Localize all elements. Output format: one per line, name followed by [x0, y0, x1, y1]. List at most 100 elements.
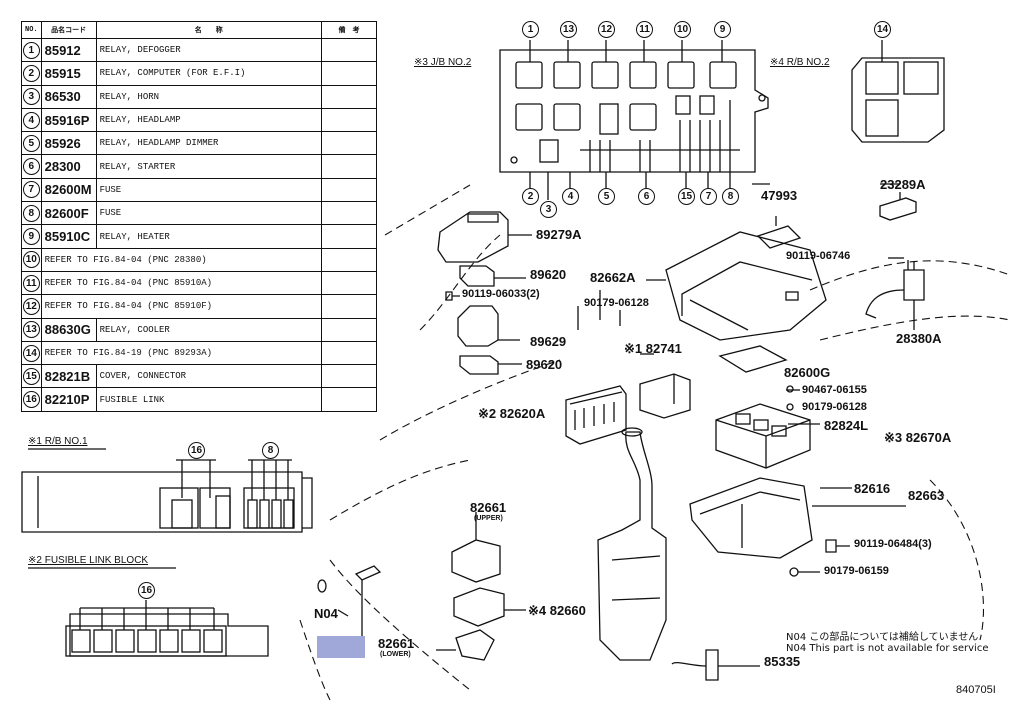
row-remarks: [321, 201, 377, 226]
part-82662A: 82662A: [590, 270, 636, 285]
callout-10: 10: [674, 21, 691, 38]
note-english: N04 This part is not available for servi…: [786, 643, 989, 654]
part-82661-upper: 82661: [470, 500, 507, 515]
part-82660: ※4 82660: [528, 603, 586, 618]
part-89629: 89629: [530, 334, 567, 349]
component-sketches: [317, 183, 925, 681]
callout-15: 15: [678, 188, 695, 205]
part-90179-06128-a: 90179-06128: [584, 297, 649, 309]
part-82616: 82616: [854, 481, 891, 496]
callout-6: 6: [638, 188, 655, 205]
callout-2: 2: [522, 188, 539, 205]
callout-11: 11: [636, 21, 653, 38]
row-name: FUSE: [95, 177, 323, 203]
part-23289A: 23289A: [880, 177, 926, 192]
part-47993: 47993: [761, 188, 798, 203]
jb2-label: ※3 J/B NO.2: [414, 57, 472, 68]
part-82620A: ※2 82620A: [478, 406, 546, 421]
part-89279A: 89279A: [536, 227, 582, 242]
part-28380A: 28380A: [896, 331, 942, 346]
part-89620-lower: 89620: [526, 357, 563, 372]
row-code: 86530: [40, 84, 97, 109]
rb2-label: ※4 R/B NO.2: [770, 57, 830, 68]
callout-14: 14: [874, 21, 891, 38]
part-90467-06155: 90467-06155: [802, 384, 867, 396]
callout-9: 9: [714, 21, 731, 38]
callout-1: 1: [522, 21, 539, 38]
row-name: REFER TO FIG.84-19 (PNC 89293A): [40, 340, 323, 366]
row-code: 82600M: [40, 177, 97, 203]
relay-block-2-drawing: [851, 40, 945, 143]
callout-12: 12: [598, 21, 615, 38]
row-remarks: [321, 247, 377, 272]
row-name: COVER, CONNECTOR: [95, 364, 323, 389]
part-82670A: ※3 82670A: [884, 430, 952, 445]
part-90119-06746: 90119-06746: [786, 250, 851, 262]
row-remarks: [321, 317, 377, 342]
row-code: 85915: [40, 61, 97, 86]
row-number: 13: [21, 317, 42, 342]
figure-id: 840705I: [956, 684, 996, 696]
part-82663: 82663: [908, 488, 945, 503]
rb1-label: ※1 R/B NO.1: [28, 436, 88, 447]
part-90119-06484: 90119-06484(3): [854, 538, 932, 550]
part-82824L: 82824L: [824, 418, 869, 433]
row-code: 82600F: [40, 201, 97, 226]
part-82661-lower: 82661: [378, 636, 415, 651]
callout-7: 7: [700, 188, 717, 205]
callout-4: 4: [562, 188, 579, 205]
row-remarks: [321, 224, 377, 249]
callout-3: 3: [540, 201, 557, 218]
relay-block-1-drawing: [21, 459, 313, 533]
row-remarks: [321, 387, 377, 412]
junction-block-2-drawing: [499, 40, 769, 200]
n04-highlight: [317, 636, 365, 658]
row-name: FUSIBLE LINK: [95, 387, 323, 412]
upper-note: (UPPER): [474, 515, 503, 522]
callout-16-fl: 16: [138, 582, 155, 599]
lower-note: (LOWER): [380, 651, 411, 658]
row-code: 88630G: [40, 317, 97, 342]
fusible-link-label: ※2 FUSIBLE LINK BLOCK: [28, 555, 149, 566]
part-82741: ※1 82741: [624, 341, 682, 356]
part-90179-06159: 90179-06159: [824, 565, 889, 577]
row-name: RELAY, HEADLAMP DIMMER: [95, 131, 323, 156]
callout-5: 5: [598, 188, 615, 205]
callout-8-rb1: 8: [262, 442, 279, 459]
row-code: 82210P: [40, 387, 97, 412]
row-remarks: [321, 84, 377, 109]
row-name: RELAY, COOLER: [95, 317, 323, 342]
body-outline-dashes: [299, 184, 1011, 701]
row-number: 5: [21, 131, 42, 156]
row-remarks: [321, 294, 377, 319]
row-remarks: [321, 177, 377, 203]
row-remarks: [321, 154, 377, 179]
row-number: 9: [21, 224, 42, 249]
callout-13: 13: [560, 21, 577, 38]
part-89620-upper: 89620: [530, 267, 567, 282]
table-header-row: NO. 品名コード 名 称 備 考: [21, 21, 377, 39]
row-code: 85912: [40, 37, 97, 63]
part-85335: 85335: [764, 654, 801, 669]
row-code: 85916P: [40, 107, 97, 133]
part-82600G: 82600G: [784, 365, 831, 380]
note-japanese: N04 この部品については補給していません: [786, 632, 979, 643]
part-90119-06033: 90119-06033(2): [462, 288, 540, 300]
n04-label: N04: [314, 606, 338, 621]
callout-16-rb1: 16: [188, 442, 205, 459]
fusible-link-block-drawing: [65, 600, 269, 657]
part-90179-06128-b: 90179-06128: [802, 401, 867, 413]
row-remarks: [321, 107, 377, 133]
callout-8: 8: [722, 188, 739, 205]
